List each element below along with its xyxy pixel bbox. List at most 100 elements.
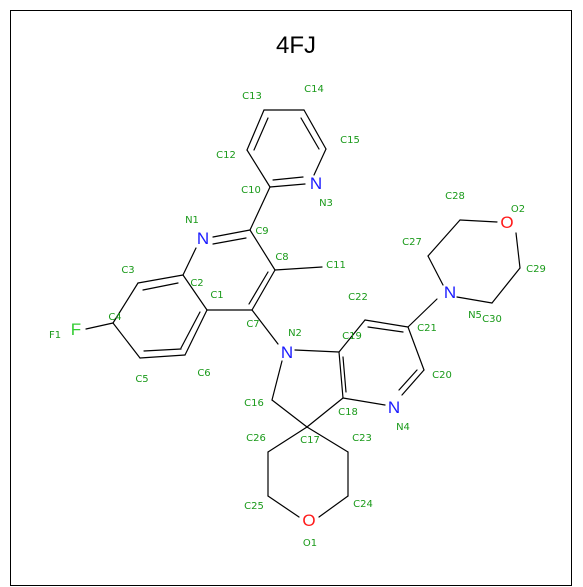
bond bbox=[427, 255, 444, 286]
bond bbox=[338, 319, 366, 353]
bond bbox=[459, 219, 498, 223]
bond bbox=[313, 148, 327, 176]
bond bbox=[491, 267, 521, 304]
bond bbox=[271, 360, 283, 401]
bond bbox=[398, 369, 418, 391]
atom-c24-label: C24 bbox=[353, 499, 373, 510]
atom-o1-symbol: O bbox=[302, 511, 315, 530]
bond bbox=[267, 495, 300, 518]
atom-c3-label: C3 bbox=[121, 265, 134, 276]
bond bbox=[182, 247, 197, 276]
atom-c15-label: C15 bbox=[340, 135, 360, 146]
bond bbox=[137, 274, 184, 284]
bond bbox=[271, 399, 308, 428]
bond bbox=[251, 269, 276, 311]
bond bbox=[85, 322, 114, 330]
atom-n5-label: N5 bbox=[468, 310, 482, 321]
atom-c21-label: C21 bbox=[417, 323, 437, 334]
atom-c29-label: C29 bbox=[526, 264, 546, 275]
atom-f1-label: F1 bbox=[49, 330, 61, 341]
atom-c30-label: C30 bbox=[482, 314, 502, 325]
atom-n4-symbol: N bbox=[388, 398, 400, 417]
atom-c5-label: C5 bbox=[135, 374, 148, 385]
bond bbox=[427, 219, 461, 257]
atom-c19-label: C19 bbox=[342, 331, 362, 342]
bond bbox=[248, 271, 269, 305]
bond bbox=[364, 319, 409, 328]
bond bbox=[401, 369, 425, 396]
bond bbox=[294, 349, 340, 353]
atom-c2-label: C2 bbox=[190, 278, 203, 289]
atom-c1-label: C1 bbox=[210, 290, 223, 301]
bond bbox=[407, 326, 425, 371]
atom-c20-label: C20 bbox=[432, 370, 452, 381]
atom-f1-symbol: F bbox=[71, 320, 81, 339]
atom-c26-label: C26 bbox=[246, 433, 266, 444]
atom-n3-symbol: N bbox=[310, 174, 322, 193]
atom-c14-label: C14 bbox=[304, 84, 324, 95]
atom-c23-label: C23 bbox=[352, 433, 372, 444]
atom-n4-label: N4 bbox=[396, 422, 410, 433]
atom-c7-label: C7 bbox=[246, 319, 259, 330]
atom-c9-label: C9 bbox=[255, 226, 268, 237]
bond bbox=[112, 282, 139, 324]
bond bbox=[303, 109, 327, 150]
atom-labels: C1C2C3C4C5C6C7C8C9C10C11C12C13C14C15C16C… bbox=[108, 84, 546, 512]
atom-c16-label: C16 bbox=[244, 398, 264, 409]
bond bbox=[306, 426, 349, 453]
bond bbox=[143, 348, 182, 352]
bond bbox=[407, 298, 438, 328]
bond bbox=[212, 237, 247, 245]
bond bbox=[253, 117, 269, 151]
atom-c13-label: C13 bbox=[242, 91, 262, 102]
bond bbox=[300, 117, 320, 150]
atom-c10-label: C10 bbox=[241, 185, 261, 196]
atom-o2-label: O2 bbox=[511, 204, 525, 215]
bond bbox=[251, 309, 279, 345]
atom-n1-symbol: N bbox=[197, 229, 209, 248]
atom-n2-symbol: N bbox=[281, 343, 293, 362]
bond bbox=[182, 274, 208, 311]
atom-c27-label: C27 bbox=[402, 237, 422, 248]
atom-c6-label: C6 bbox=[197, 368, 210, 379]
structure-panel bbox=[10, 10, 572, 586]
atom-n3-label: N3 bbox=[319, 198, 333, 209]
bond bbox=[249, 186, 271, 231]
atom-n1-label: N1 bbox=[185, 215, 199, 226]
bond bbox=[456, 296, 493, 304]
atom-c11-label: C11 bbox=[326, 260, 346, 271]
bond bbox=[180, 311, 201, 349]
atom-c22-label: C22 bbox=[348, 292, 368, 303]
bond-lines bbox=[85, 109, 521, 518]
bond bbox=[267, 426, 308, 453]
atom-c12-label: C12 bbox=[216, 150, 236, 161]
bond bbox=[367, 326, 404, 333]
bond bbox=[246, 149, 271, 188]
atom-c8-label: C8 bbox=[275, 252, 288, 263]
bond bbox=[184, 309, 208, 356]
atom-c28-label: C28 bbox=[445, 191, 465, 202]
bond bbox=[342, 397, 386, 406]
atom-n2-label: N2 bbox=[288, 328, 302, 339]
molecule-title: 4FJ bbox=[276, 32, 316, 59]
bond bbox=[269, 183, 306, 188]
bond bbox=[249, 229, 276, 271]
bond bbox=[139, 354, 186, 359]
bond bbox=[112, 322, 141, 359]
bond bbox=[246, 109, 265, 151]
bond bbox=[212, 229, 251, 238]
bond bbox=[338, 351, 344, 399]
atom-o2-symbol: O bbox=[500, 213, 513, 232]
bond bbox=[142, 282, 179, 291]
bond bbox=[318, 495, 349, 518]
atom-n5-symbol: N bbox=[444, 283, 456, 302]
bond bbox=[272, 176, 304, 181]
atom-c18-label: C18 bbox=[338, 407, 358, 418]
atom-c4-label: C4 bbox=[108, 312, 121, 323]
bond bbox=[274, 266, 323, 271]
bond bbox=[515, 232, 521, 269]
bond bbox=[342, 356, 347, 393]
atom-c25-label: C25 bbox=[244, 501, 264, 512]
